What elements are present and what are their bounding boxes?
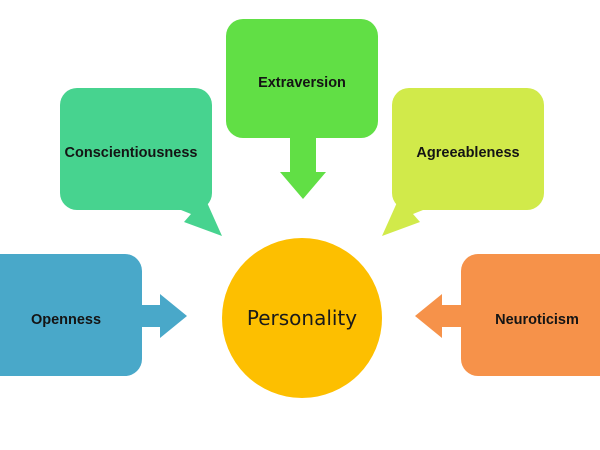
center-circle [222, 238, 382, 398]
trait-agreeableness: Agreeableness [382, 88, 544, 236]
trait-conscientiousness-arrow [176, 198, 222, 236]
trait-extraversion-label: Extraversion [258, 75, 346, 91]
trait-neuroticism-box [461, 254, 600, 376]
center-label: Personality [247, 306, 357, 330]
center-node: Personality [222, 238, 382, 398]
trait-neuroticism: Neuroticism [415, 254, 600, 376]
trait-extraversion-arrow [280, 137, 326, 199]
trait-agreeableness-box [392, 88, 544, 210]
trait-agreeableness-arrow [382, 198, 428, 236]
trait-openness-arrow [140, 294, 187, 338]
trait-conscientiousness-box [60, 88, 212, 210]
trait-conscientiousness: Conscientiousness [60, 88, 222, 236]
trait-openness-label: Openness [31, 312, 101, 328]
trait-neuroticism-arrow [415, 294, 464, 338]
trait-openness: Openness [0, 254, 187, 376]
trait-extraversion-box [226, 19, 378, 138]
trait-agreeableness-label: Agreeableness [416, 145, 519, 161]
trait-extraversion: Extraversion [226, 19, 378, 199]
trait-openness-box [0, 254, 142, 376]
trait-conscientiousness-label: Conscientiousness [65, 145, 198, 161]
trait-neuroticism-label: Neuroticism [495, 312, 579, 328]
